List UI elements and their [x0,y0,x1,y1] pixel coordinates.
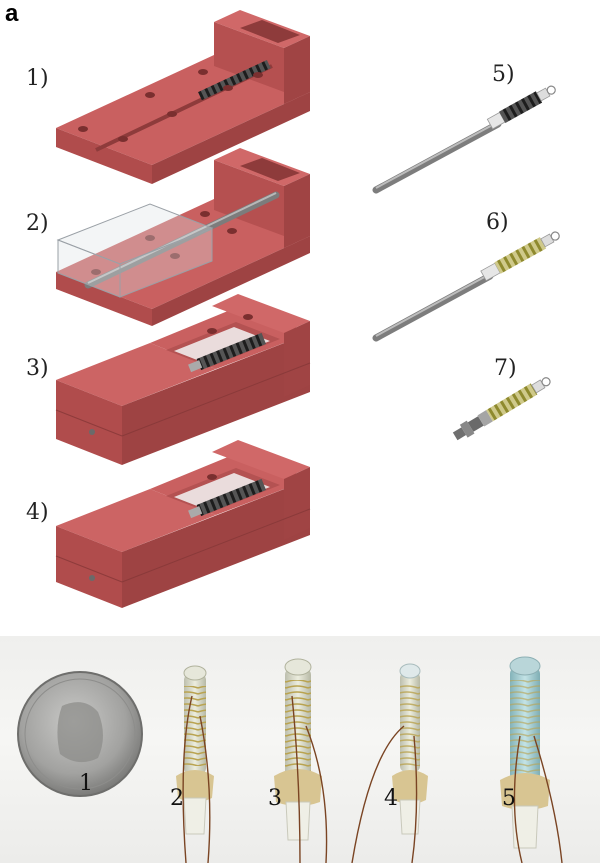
actuator-5 [500,656,563,863]
panel-letter-a: a [5,0,19,27]
mold-step-1 [56,10,310,184]
actuator-3 [274,658,328,863]
quarter-coin [17,671,143,797]
rod-step-6 [372,231,560,342]
rod-step-5 [372,85,556,194]
step-label-5: 5) [492,62,515,87]
step-label-7: 7) [494,356,517,381]
rod-step-7 [452,377,551,441]
photo-label-1: 1 [79,771,93,796]
mold-step-4 [55,440,311,608]
mold-step-3 [55,294,311,465]
photo-panel: 1 2 3 4 5 [0,636,600,863]
panel-a-illustration [55,10,560,608]
photo-label-3: 3 [268,786,282,811]
step-label-4: 4) [26,500,49,525]
step-label-3: 3) [26,356,49,381]
photo-label-5: 5 [502,786,516,811]
photo-label-4: 4 [384,786,398,811]
actuator-4 [351,663,428,863]
step-label-6: 6) [486,210,509,235]
photo-label-2: 2 [170,786,184,811]
actuator-2 [176,665,214,863]
mold-step-2 [56,148,310,326]
step-label-1: 1) [26,66,49,91]
photo-illustration [17,656,563,863]
step-label-2: 2) [26,211,49,236]
